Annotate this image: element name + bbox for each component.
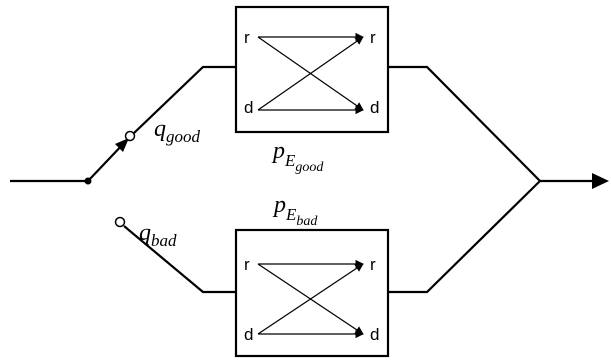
bad-path-wire-in	[123, 225, 236, 294]
bad-arrow-d-to-r	[257, 263, 364, 335]
bad-switch-contact	[114, 216, 126, 228]
bad-channel-box	[234, 228, 390, 358]
bad-path-wire-out	[388, 180, 541, 294]
q-good-label: qgood	[154, 116, 201, 146]
output-arrowhead	[592, 173, 609, 189]
p-e-bad-label: pEbad	[272, 192, 318, 229]
good-switch-contact	[124, 130, 136, 142]
bad-box-input-r: r	[244, 255, 250, 274]
good-arrow-d-to-r	[257, 36, 364, 111]
good-path-wire-out	[388, 65, 541, 182]
good-channel-box	[234, 5, 390, 134]
good-box-output-d: d	[370, 98, 379, 117]
p-e-good-label: pEgood	[271, 138, 324, 175]
bad-box-input-d: d	[244, 325, 253, 344]
good-box-input-d: d	[244, 98, 253, 117]
q-bad-label: qbad	[139, 220, 177, 250]
good-box-output-r: r	[370, 28, 376, 47]
good-switch-arrowhead	[115, 138, 129, 152]
good-path-wire-in	[133, 65, 236, 134]
good-box-input-r: r	[244, 28, 250, 47]
bad-box-output-d: d	[370, 325, 379, 344]
bad-box-output-r: r	[370, 255, 376, 274]
